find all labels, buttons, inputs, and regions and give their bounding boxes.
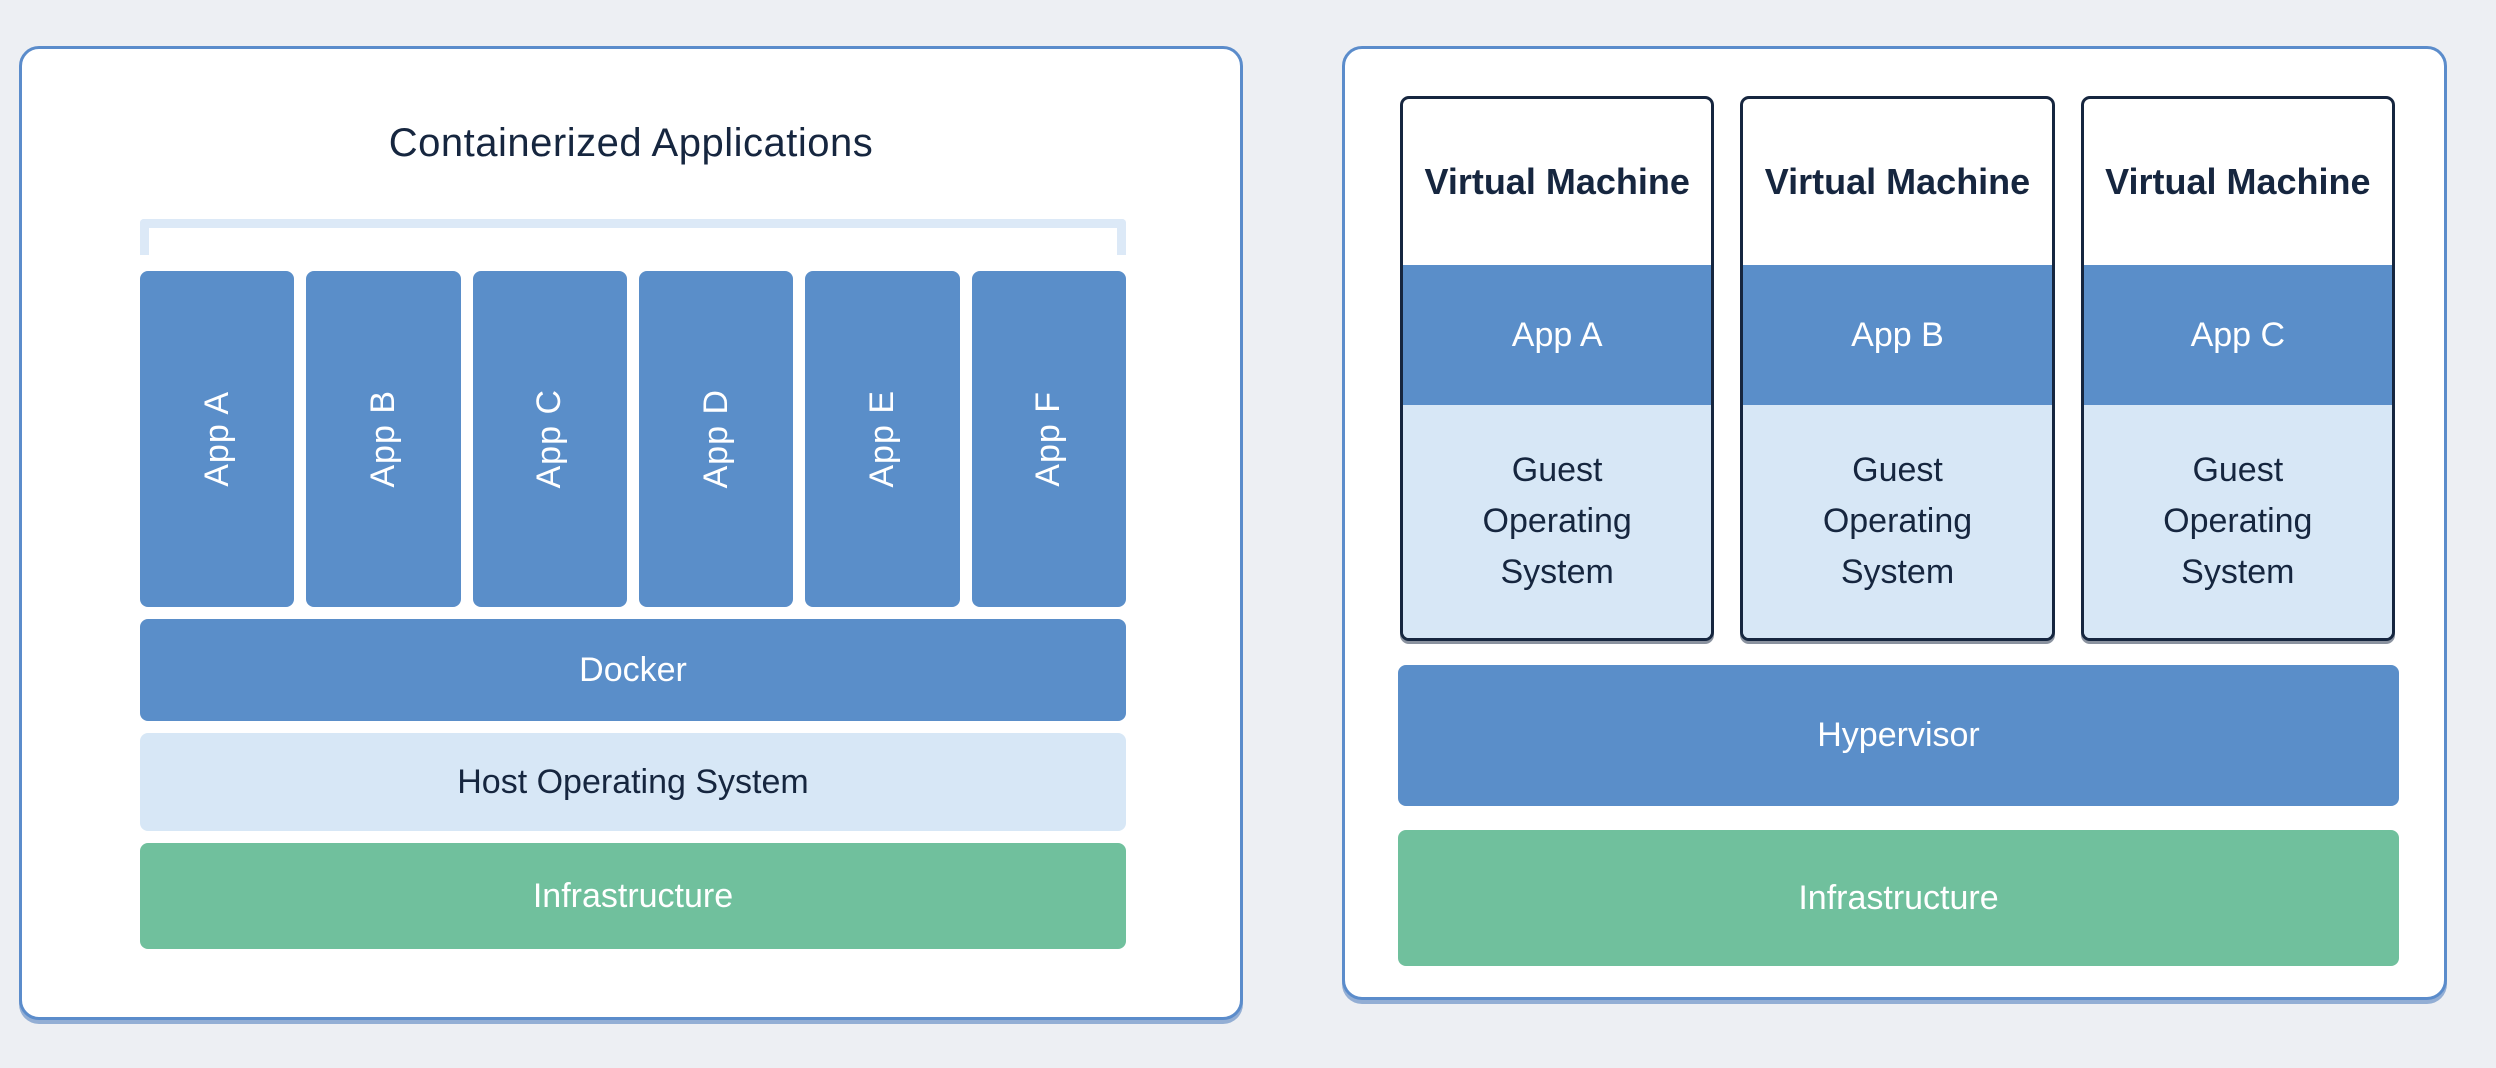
- container-apps-row: App A App B App C App D App E App F: [140, 271, 1126, 607]
- vm-title: Virtual Machine: [2105, 161, 2371, 202]
- vm-box: Virtual Machine App B Guest Operating Sy…: [1740, 96, 2055, 641]
- vm-title: Virtual Machine: [1424, 161, 1690, 202]
- container-app-label: App C: [530, 389, 569, 489]
- container-app-box: App A: [140, 271, 295, 607]
- vm-guest-os-layer: Guest Operating System: [1743, 405, 2052, 638]
- container-app-box: App D: [638, 271, 794, 607]
- vm-app-layer: App A: [1403, 265, 1712, 405]
- infrastructure-layer-vm: Infrastructure: [1398, 830, 2399, 966]
- virtual-machines-panel: Virtual Machine App A Guest Operating Sy…: [1342, 46, 2447, 1000]
- vm-app-layer: App C: [2083, 265, 2392, 405]
- vm-guest-os-layer: Guest Operating System: [2083, 405, 2392, 638]
- container-app-label: App D: [696, 389, 735, 489]
- container-app-label: App F: [1029, 391, 1068, 487]
- vm-box: Virtual Machine App C Guest Operating Sy…: [2080, 96, 2395, 641]
- containers-panel-title: Containerized Applications: [388, 121, 874, 165]
- container-app-label: App E: [862, 390, 901, 488]
- container-app-box: App F: [971, 271, 1126, 607]
- host-os-layer: Host Operating System: [140, 733, 1126, 831]
- hypervisor-layer: Hypervisor: [1398, 665, 2399, 806]
- container-app-box: App C: [472, 271, 627, 607]
- container-app-box: App E: [805, 271, 960, 607]
- vm-title: Virtual Machine: [1764, 161, 2031, 202]
- vm-row: Virtual Machine App A Guest Operating Sy…: [1400, 96, 2395, 641]
- vm-box: Virtual Machine App A Guest Operating Sy…: [1400, 96, 1715, 641]
- apps-group-bracket: [140, 219, 1126, 255]
- docker-layer: Docker: [140, 619, 1126, 721]
- vm-guest-os-layer: Guest Operating System: [1403, 405, 1712, 638]
- vm-app-layer: App B: [1743, 265, 2052, 405]
- container-app-label: App B: [363, 390, 402, 488]
- container-app-label: App A: [197, 391, 236, 487]
- containers-panel: Containerized Applications App A App B A…: [19, 46, 1243, 1020]
- container-app-box: App B: [306, 271, 461, 607]
- infrastructure-layer: Infrastructure: [140, 843, 1126, 949]
